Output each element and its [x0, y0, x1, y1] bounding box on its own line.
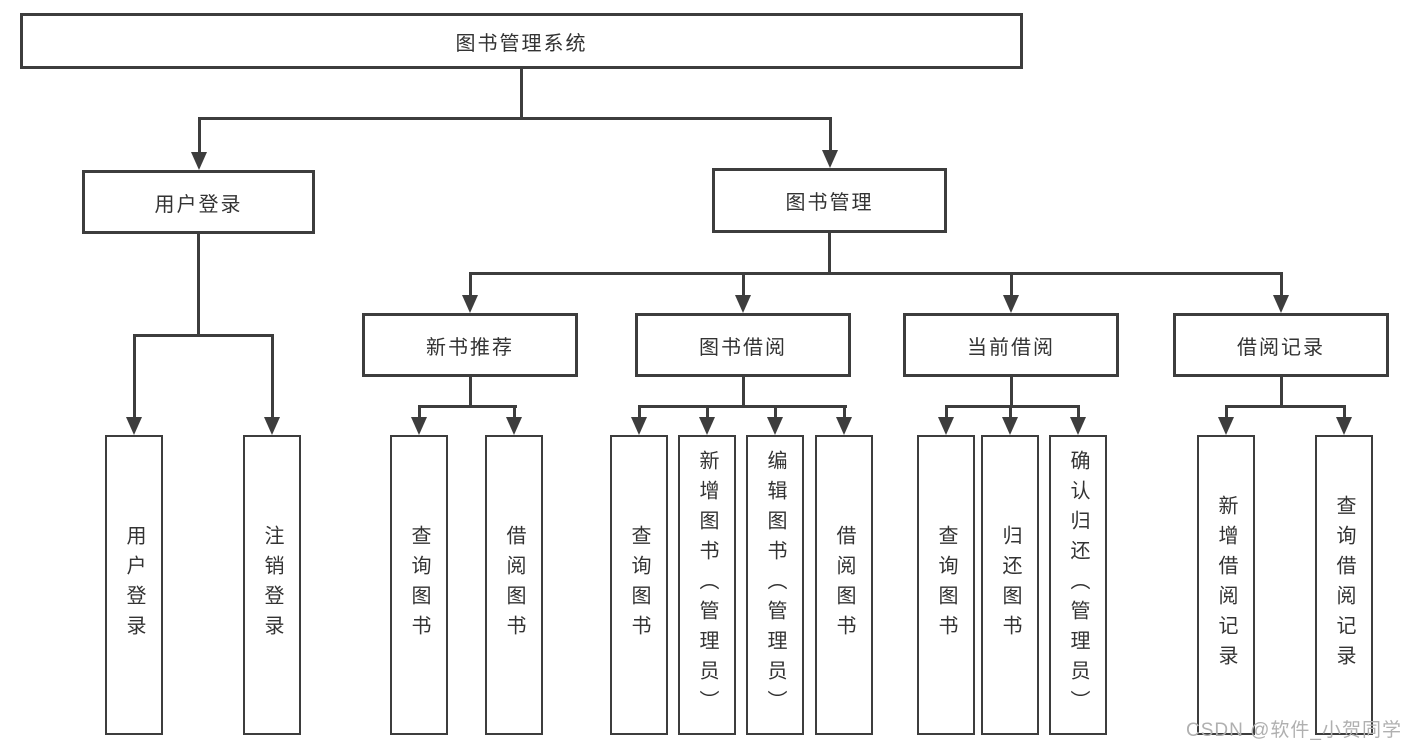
leaf-query-books-recommend: 查询图书	[390, 435, 448, 735]
connector-line	[513, 405, 516, 419]
connector-line	[1343, 405, 1346, 419]
leaf-borrow-books-recommend: 借阅图书	[485, 435, 543, 735]
node-current-borrowing: 当前借阅	[903, 313, 1119, 377]
connector-line	[945, 405, 1080, 408]
connector-line	[1225, 405, 1346, 408]
node-borrowing-records: 借阅记录	[1173, 313, 1389, 377]
connector-line	[828, 233, 831, 275]
leaf-add-book-admin: 新增图书（管理员）	[678, 435, 736, 735]
connector-line	[469, 377, 472, 408]
connector-line	[1009, 405, 1012, 419]
connector-line	[271, 334, 274, 418]
connector-line	[1225, 405, 1228, 419]
connector-line	[638, 405, 847, 408]
leaf-borrow-books-borrowing: 借阅图书	[815, 435, 873, 735]
leaf-logout: 注销登录	[243, 435, 301, 735]
connector-line	[469, 272, 1283, 275]
arrowhead	[631, 417, 647, 435]
connector-line	[418, 405, 421, 419]
connector-line	[638, 405, 641, 419]
connector-line	[133, 334, 274, 337]
arrowhead	[506, 417, 522, 435]
connector-line	[774, 405, 777, 419]
leaf-query-books-borrowing: 查询图书	[610, 435, 668, 735]
connector-line	[742, 272, 745, 296]
arrowhead	[767, 417, 783, 435]
connector-line	[945, 405, 948, 419]
arrowhead	[735, 295, 751, 313]
leaf-query-borrow-record: 查询借阅记录	[1315, 435, 1373, 735]
connector-line	[133, 334, 136, 418]
leaf-user-login: 用户登录	[105, 435, 163, 735]
arrowhead	[264, 417, 280, 435]
connector-line	[1280, 377, 1283, 408]
arrowhead	[462, 295, 478, 313]
arrowhead	[822, 150, 838, 168]
leaf-confirm-return-admin: 确认归还（管理员）	[1049, 435, 1107, 735]
node-book-management: 图书管理	[712, 168, 947, 233]
arrowhead	[938, 417, 954, 435]
arrowhead	[1218, 417, 1234, 435]
arrowhead	[191, 152, 207, 170]
node-library-system: 图书管理系统	[20, 13, 1023, 69]
connector-line	[1010, 377, 1013, 408]
connector-line	[829, 117, 832, 151]
arrowhead	[411, 417, 427, 435]
connector-line	[418, 405, 517, 408]
connector-line	[1077, 405, 1080, 419]
leaf-query-books-current: 查询图书	[917, 435, 975, 735]
connector-line	[198, 117, 201, 153]
arrowhead	[1070, 417, 1086, 435]
node-new-book-recommendation: 新书推荐	[362, 313, 578, 377]
arrowhead	[1003, 295, 1019, 313]
connector-line	[1280, 272, 1283, 296]
connector-line	[197, 234, 200, 337]
leaf-return-books: 归还图书	[981, 435, 1039, 735]
arrowhead	[1336, 417, 1352, 435]
connector-line	[742, 377, 745, 408]
arrowhead	[836, 417, 852, 435]
node-book-borrowing: 图书借阅	[635, 313, 851, 377]
connector-line	[843, 405, 846, 419]
connector-line	[520, 69, 523, 119]
leaf-add-borrow-record: 新增借阅记录	[1197, 435, 1255, 735]
arrowhead	[1273, 295, 1289, 313]
connector-line	[706, 405, 709, 419]
leaf-edit-book-admin: 编辑图书（管理员）	[746, 435, 804, 735]
watermark-text: CSDN @软件_小贺同学	[1186, 720, 1402, 741]
arrowhead	[126, 417, 142, 435]
arrowhead	[1002, 417, 1018, 435]
connector-line	[1010, 272, 1013, 296]
arrowhead	[699, 417, 715, 435]
connector-line	[469, 272, 472, 296]
node-user-login: 用户登录	[82, 170, 315, 234]
connector-line	[198, 117, 832, 120]
